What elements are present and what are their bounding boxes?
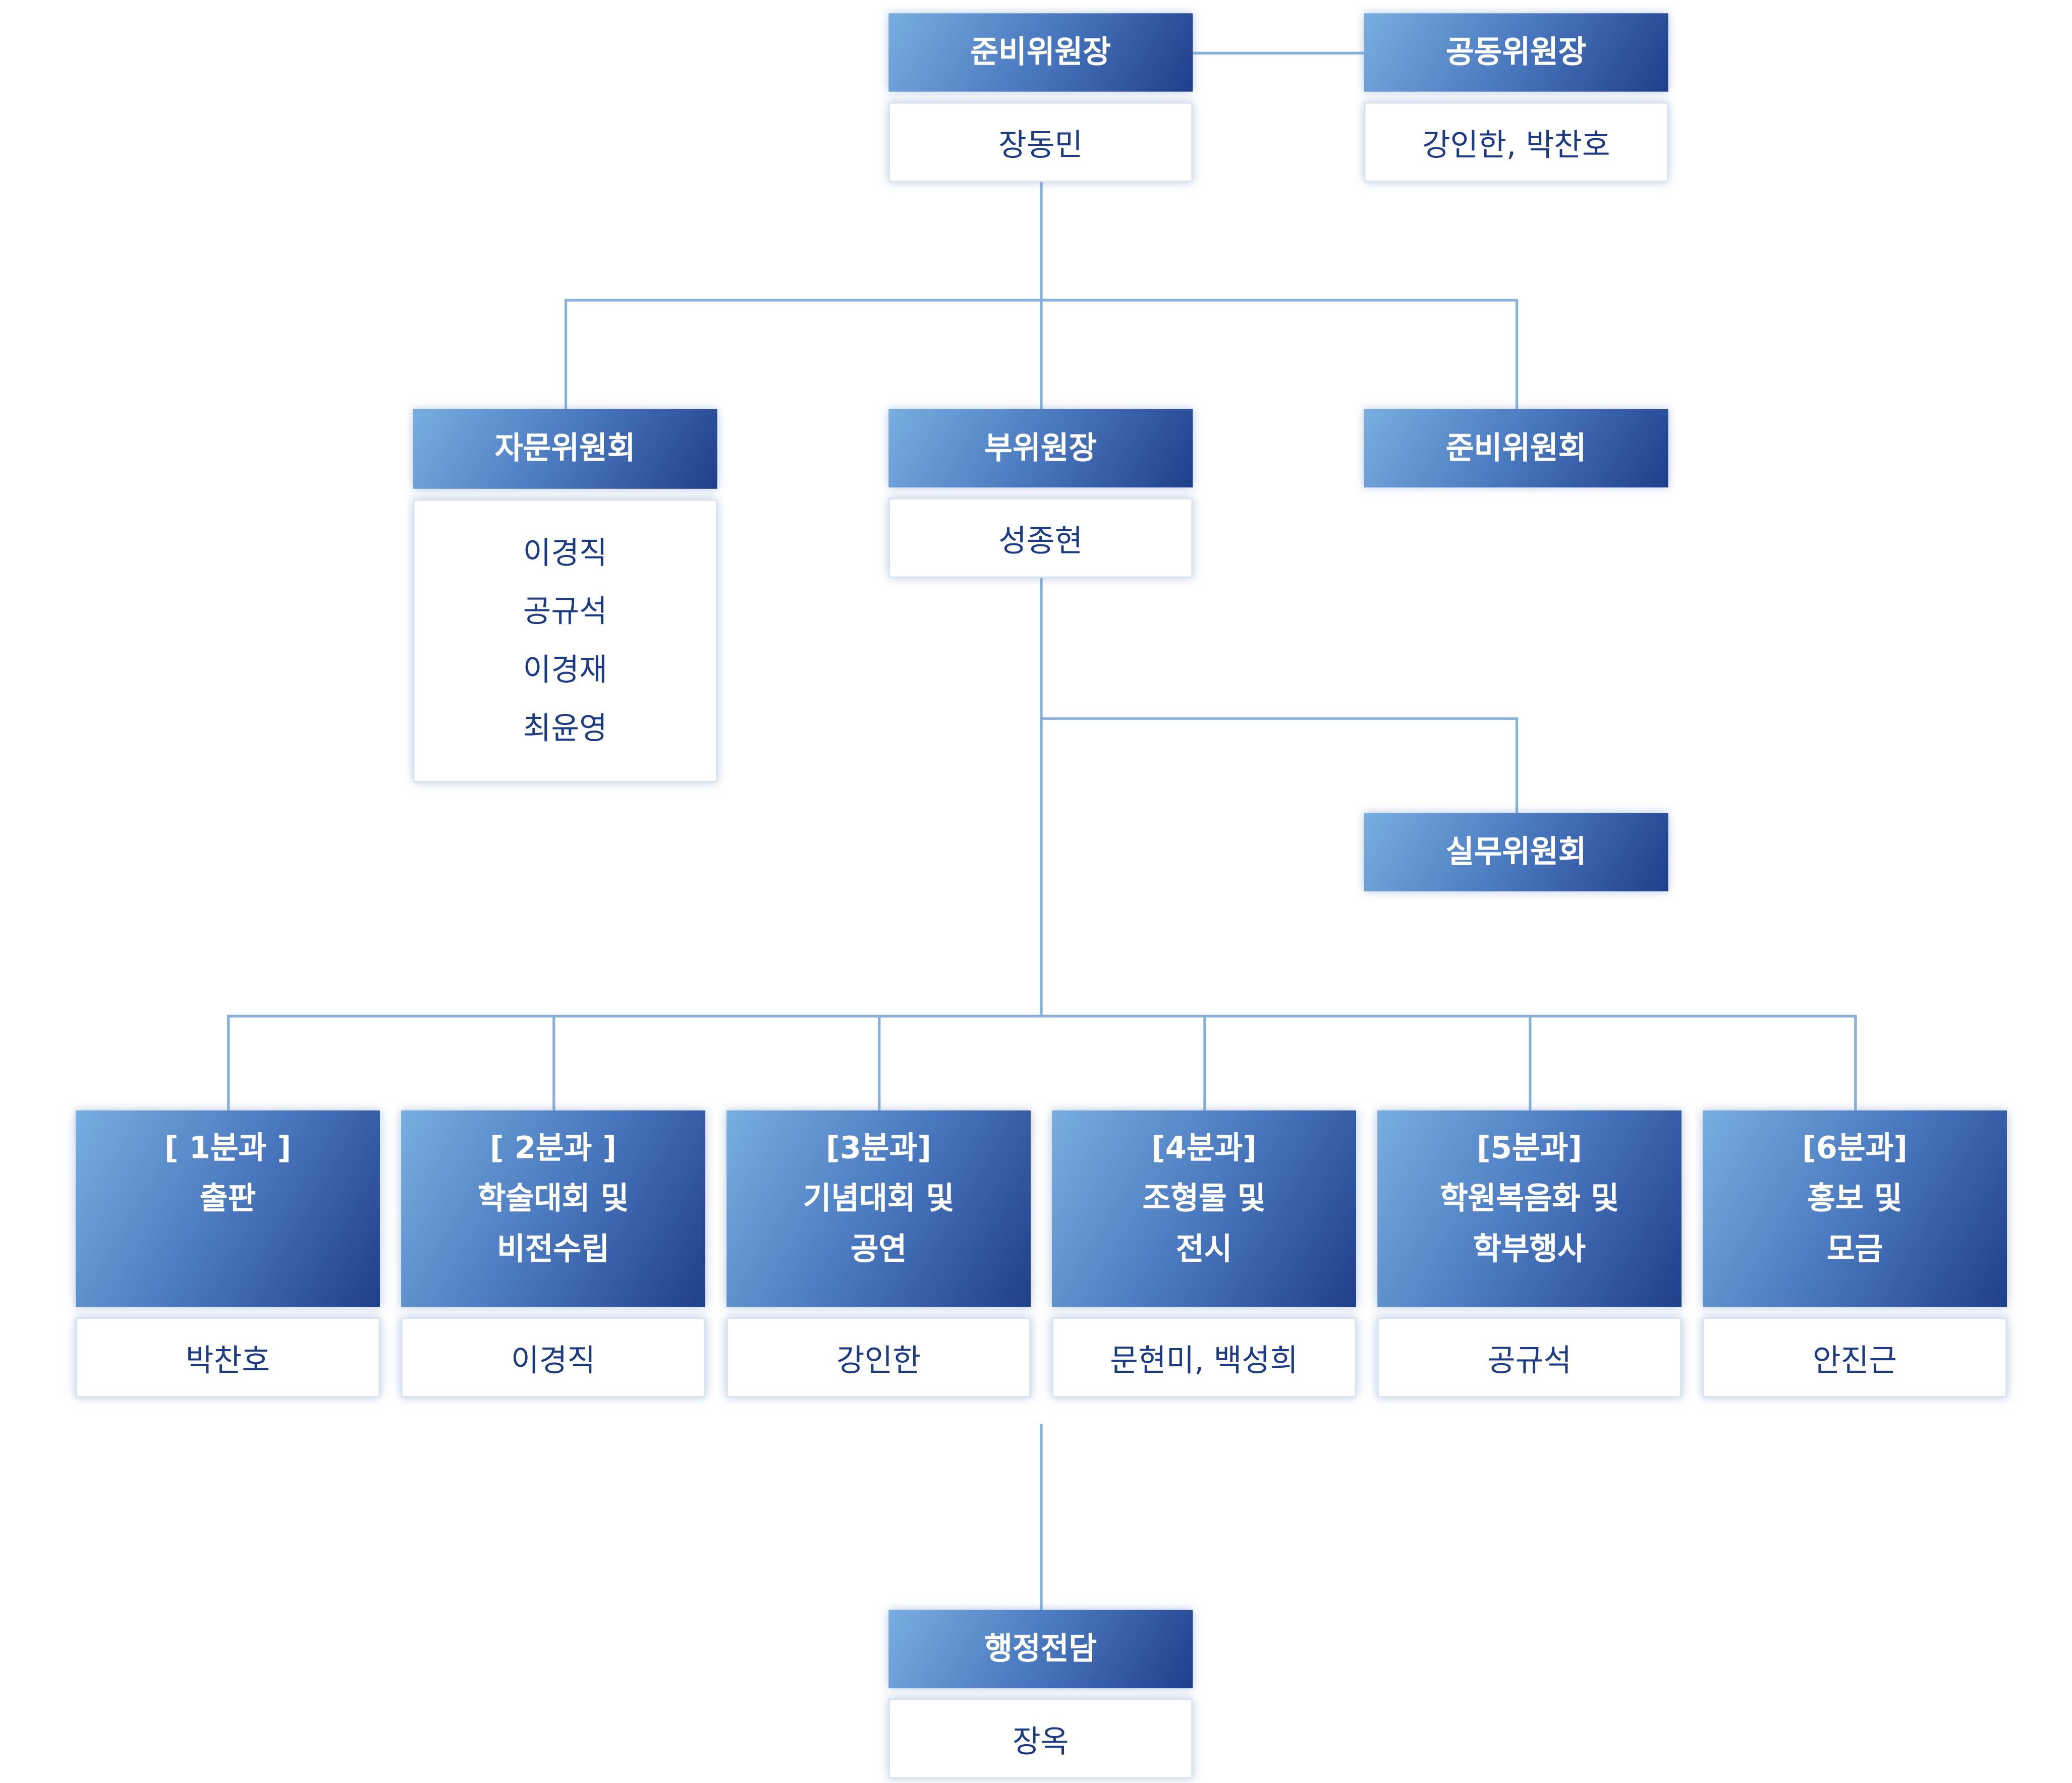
vice-chair-header: 부위원장: [888, 409, 1193, 488]
division-6-header: [6분과] 홍보 및 모금: [1703, 1110, 2007, 1307]
division-label: [ 1분과 ]: [164, 1132, 292, 1166]
advisory-header: 자문위원회: [413, 409, 717, 489]
advisory-member: 이경직: [523, 536, 607, 571]
division-label: 공연: [850, 1233, 907, 1267]
division-1-lead: 박찬호: [76, 1317, 380, 1398]
division-label: [5분과]: [1477, 1132, 1582, 1166]
division-label: 조형물 및: [1142, 1182, 1266, 1217]
vice-chair-name: 성종현: [888, 498, 1193, 578]
chair-name: 장동민: [888, 102, 1193, 182]
division-4-header: [4분과] 조형물 및 전시: [1052, 1110, 1356, 1307]
division-label: 학술대회 및: [477, 1182, 629, 1217]
division-label: 학원복음화 및: [1439, 1182, 1619, 1217]
division-label: 출판: [199, 1182, 256, 1217]
division-label: [6분과]: [1802, 1132, 1908, 1166]
division-label: [4분과]: [1151, 1132, 1257, 1166]
advisory-members: 이경직 공규석 이경재 최윤영: [413, 499, 717, 783]
division-6-lead: 안진근: [1703, 1317, 2007, 1398]
division-label: 학부행사: [1473, 1233, 1586, 1267]
division-3-header: [3분과] 기념대회 및 공연: [726, 1110, 1031, 1307]
division-3-lead: 강인한: [726, 1317, 1031, 1398]
division-4-lead: 문현미, 백성희: [1052, 1317, 1356, 1398]
division-label: 비전수립: [497, 1233, 609, 1267]
division-2-lead: 이경직: [401, 1317, 705, 1398]
division-label: [3분과]: [826, 1132, 931, 1166]
connector-division-branch: [227, 1015, 1857, 1110]
prep-committee-header: 준비위원회: [1364, 409, 1668, 488]
division-2-header: [ 2분과 ] 학술대회 및 비전수립: [401, 1110, 705, 1307]
advisory-member: 최윤영: [523, 711, 607, 746]
chair-header: 준비위원장: [888, 13, 1193, 92]
division-label: 기념대회 및: [803, 1182, 955, 1217]
division-label: 홍보 및: [1807, 1182, 1902, 1217]
admin-header: 행정전담: [888, 1609, 1193, 1689]
connector-working-branch: [1041, 717, 1519, 813]
division-5-header: [5분과] 학원복음화 및 학부행사: [1377, 1110, 1682, 1307]
division-label: [ 2분과 ]: [489, 1132, 617, 1166]
co-chair-header: 공동위원장: [1364, 13, 1668, 92]
advisory-member: 이경재: [523, 652, 607, 688]
division-label: 모금: [1826, 1233, 1883, 1267]
advisory-member: 공규석: [523, 594, 607, 629]
division-label: 전시: [1175, 1233, 1233, 1267]
division-5-lead: 공규석: [1377, 1317, 1682, 1398]
connector-top-branch: [564, 299, 1519, 409]
working-committee-header: 실무위원회: [1364, 813, 1668, 892]
co-chair-names: 강인한, 박찬호: [1364, 102, 1668, 182]
division-1-header: [ 1분과 ] 출판: [76, 1110, 380, 1307]
admin-name: 장옥: [888, 1699, 1193, 1779]
